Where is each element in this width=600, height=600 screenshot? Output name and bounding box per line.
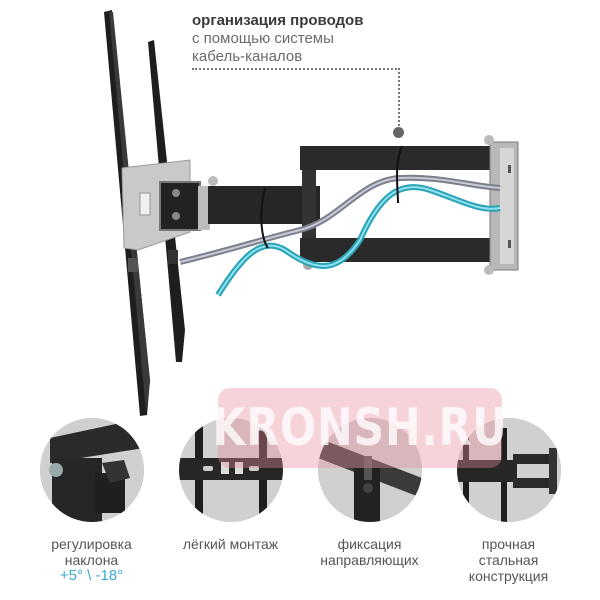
- feature-label-line: конструкция: [468, 568, 549, 584]
- tilt-knob-icon: [39, 418, 144, 522]
- feature-tilt-adjustment: регулировка наклона +5° \ -18°: [27, 418, 157, 584]
- feature-label-line: лёгкий монтаж: [182, 536, 279, 552]
- feature-label-line: фиксация: [337, 536, 402, 552]
- watermark: KRONSH.RU: [212, 388, 507, 468]
- feature-label-line: стальная: [478, 552, 539, 568]
- arm-lower: [300, 238, 500, 262]
- feature-list: регулировка наклона +5° \ -18° лёгкий мо…: [0, 418, 600, 584]
- callout-line-2: с помощью системы: [192, 30, 334, 47]
- watermark-text: KRONSH.RU: [212, 398, 508, 458]
- callout-title: организация проводов: [192, 12, 364, 29]
- feature-rail-fixation: фиксация направляющих: [305, 418, 435, 584]
- callout-leader-horizontal: [192, 68, 400, 70]
- feature-label-line: направляющих: [320, 552, 419, 568]
- feature-easy-mounting: лёгкий монтаж: [166, 418, 296, 584]
- mounting-plate-icon: [178, 418, 283, 522]
- callout-leader-vertical: [398, 68, 400, 130]
- feature-label-line: регулировка: [51, 536, 132, 552]
- steel-arm-icon: [456, 418, 561, 522]
- rail-lock-icon: [317, 418, 422, 522]
- callout-pointer-dot: [393, 127, 404, 138]
- cable-tie-2: [396, 145, 403, 204]
- pivot-block: [159, 181, 201, 231]
- tilt-range-value: +5° \ -18°: [59, 567, 124, 584]
- cable-management-callout: организация проводов с помощью системы к…: [192, 12, 363, 66]
- feature-steel-construction: прочная стальная конструкция: [444, 418, 574, 584]
- feature-label-line: наклона: [64, 552, 119, 568]
- cable-tie-1: [260, 187, 269, 249]
- feature-label-line: прочная: [481, 536, 536, 552]
- tv-bracket-illustration: [104, 10, 519, 416]
- callout-line-3: кабель-каналов: [192, 48, 303, 65]
